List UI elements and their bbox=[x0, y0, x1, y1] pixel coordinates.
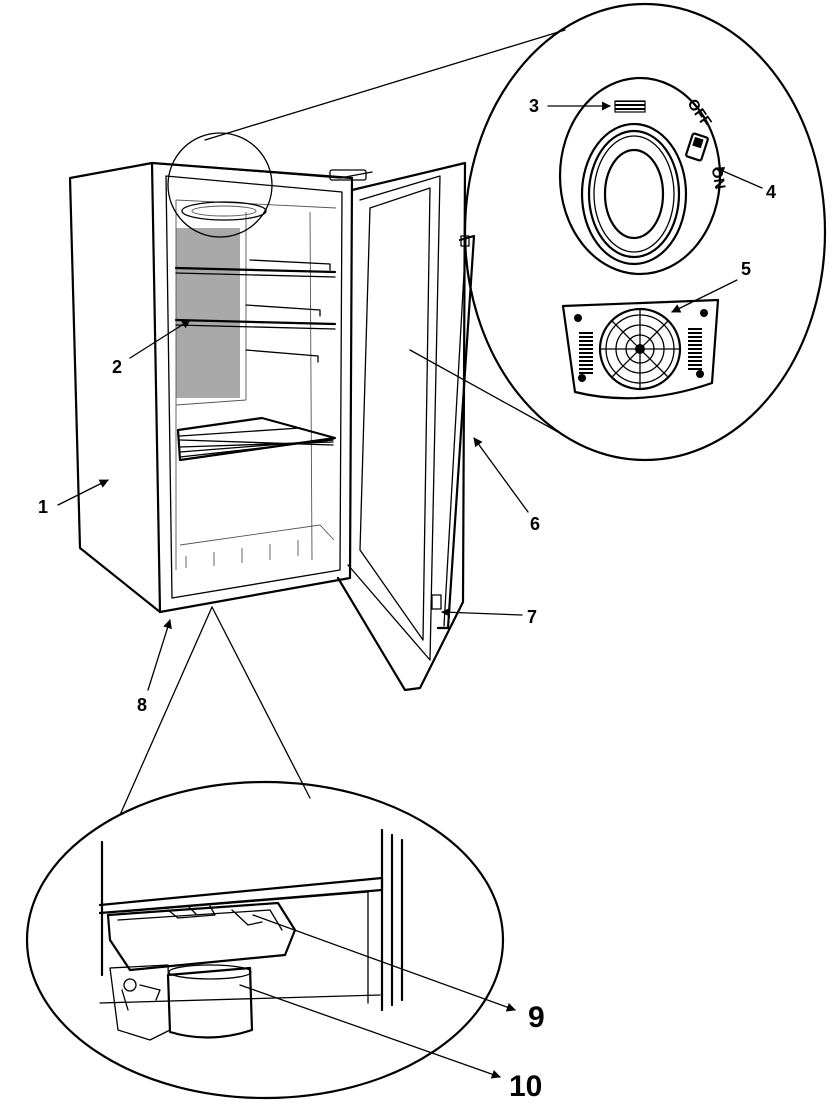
callout-4: 4 bbox=[766, 182, 776, 202]
top-detail-marker bbox=[168, 133, 272, 237]
callout-2: 2 bbox=[112, 357, 122, 377]
temperature-knob[interactable] bbox=[615, 101, 645, 112]
callout-5: 5 bbox=[741, 259, 751, 279]
compressor-detail bbox=[27, 782, 503, 1098]
bottom-zoom-connector bbox=[120, 607, 310, 815]
interior-light bbox=[182, 202, 266, 220]
callout-10: 10 bbox=[509, 1070, 542, 1103]
off-label: OFF bbox=[684, 96, 715, 130]
callout-1: 1 bbox=[38, 497, 48, 517]
callout-arrows bbox=[58, 106, 762, 1077]
right-vent-grill bbox=[688, 328, 702, 372]
power-switch[interactable] bbox=[686, 133, 709, 161]
callout-7: 7 bbox=[527, 607, 537, 627]
callout-9: 9 bbox=[528, 1001, 545, 1034]
refrigerator-door[interactable] bbox=[338, 163, 474, 690]
thermostat-dial[interactable] bbox=[582, 124, 686, 264]
fan-unit bbox=[563, 300, 718, 398]
callout-3: 3 bbox=[529, 96, 539, 116]
left-vent-grill bbox=[579, 330, 593, 374]
callout-8: 8 bbox=[137, 695, 147, 715]
top-zoom-connector bbox=[205, 30, 565, 432]
control-panel-detail: OFF ON bbox=[465, 4, 825, 460]
callout-6: 6 bbox=[530, 514, 540, 534]
drip-tray bbox=[108, 903, 295, 970]
interior-rear-panel bbox=[176, 228, 240, 398]
fan-icon bbox=[600, 309, 680, 389]
